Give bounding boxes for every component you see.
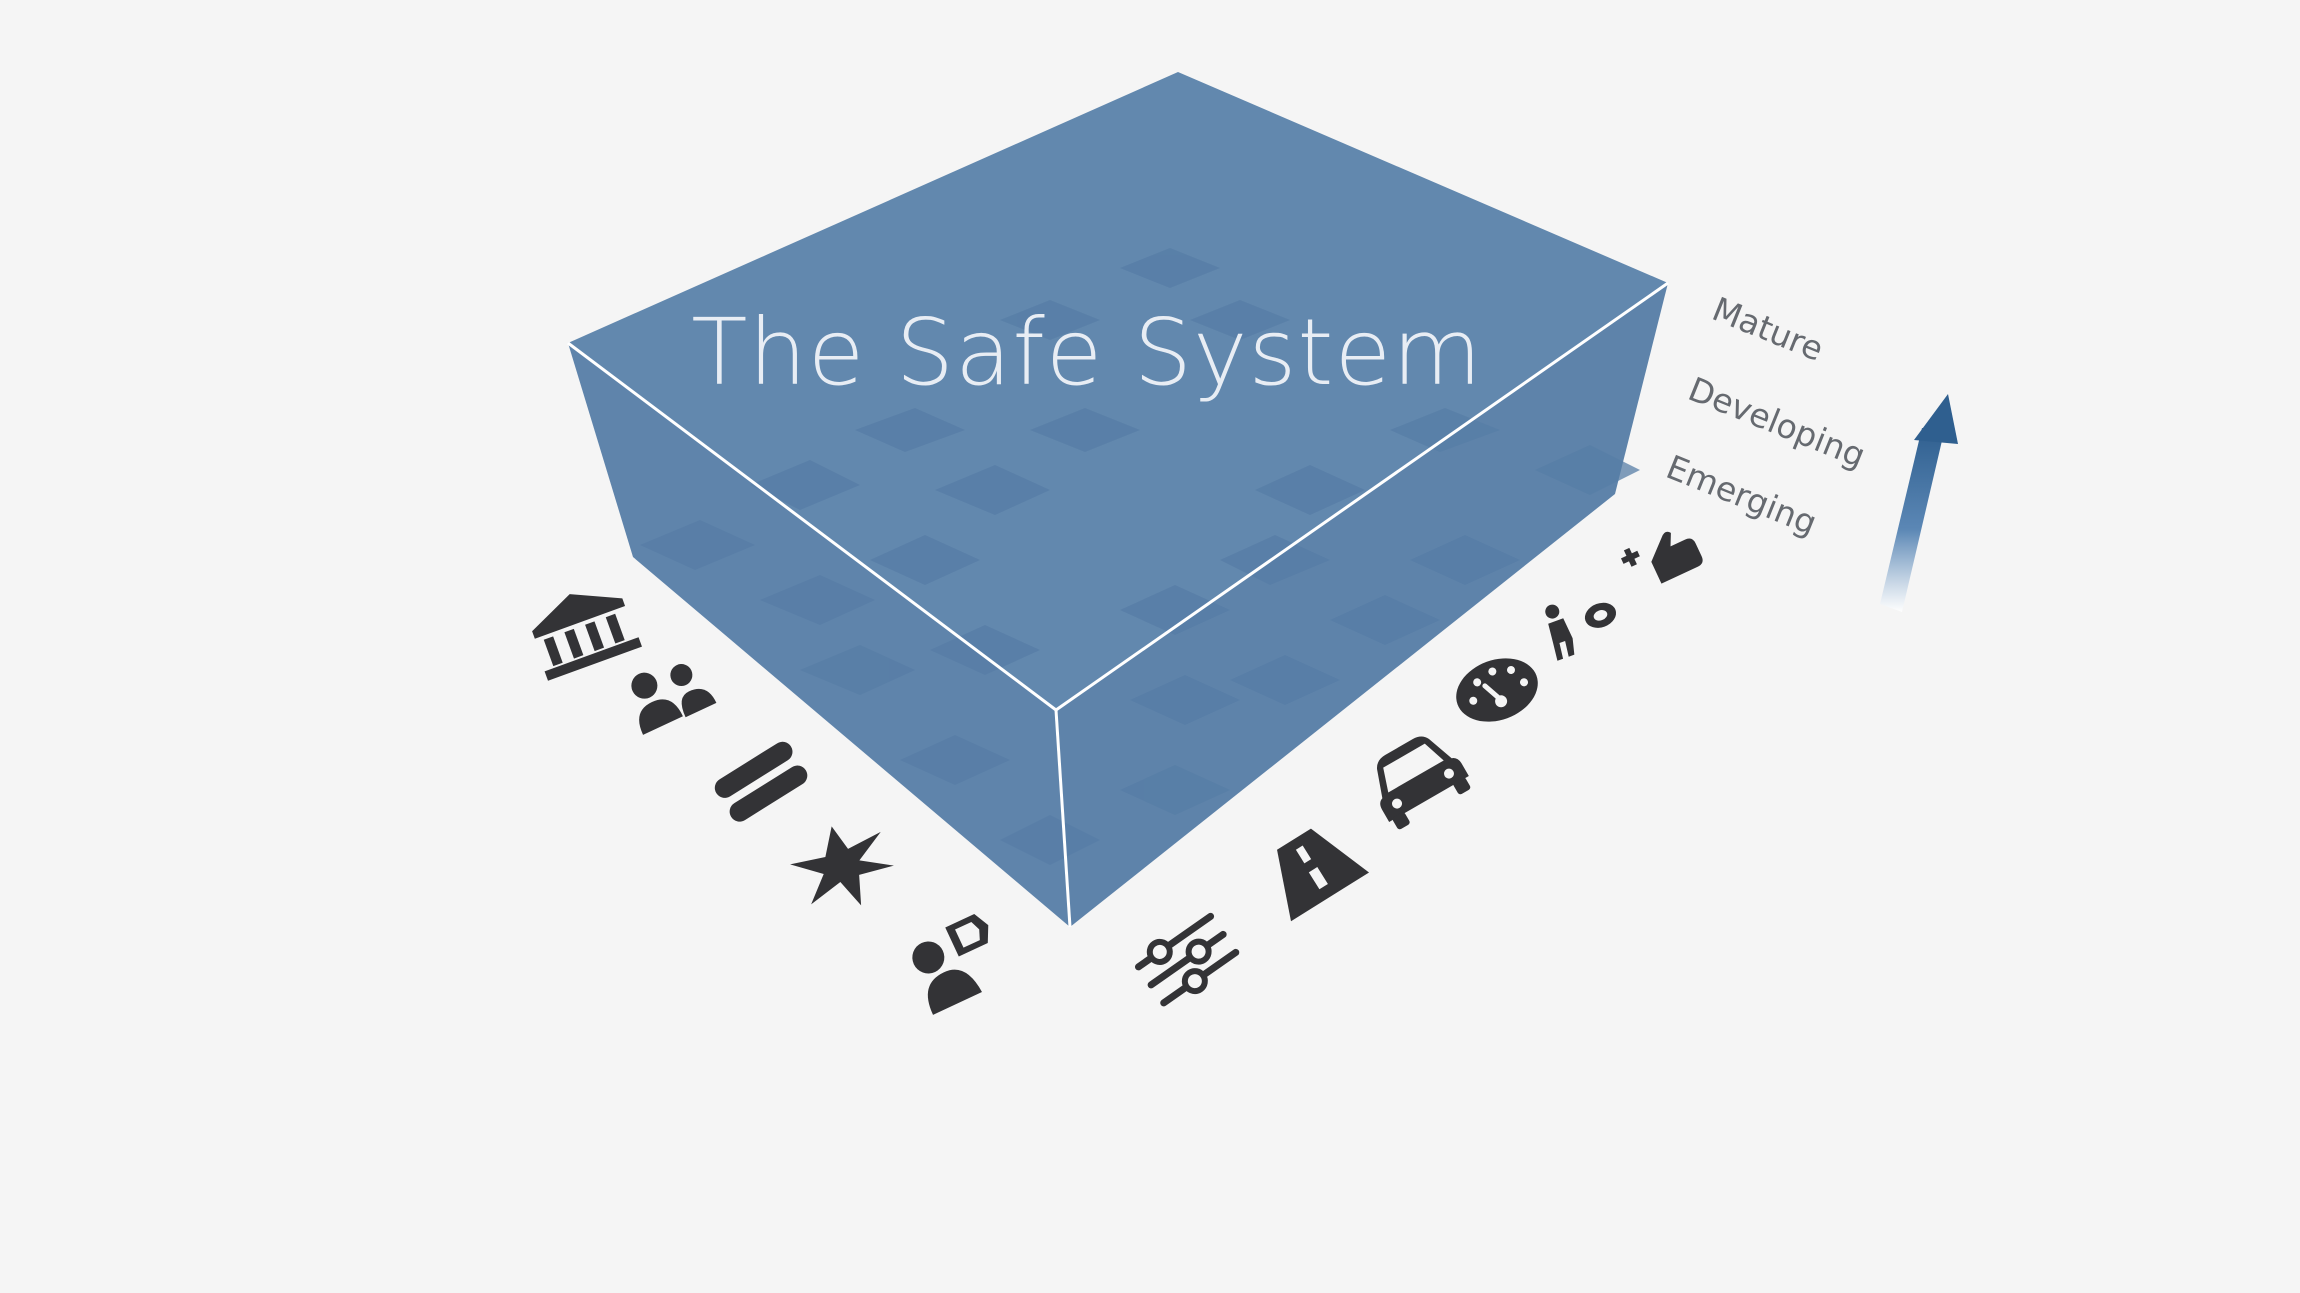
car-icon	[1377, 736, 1471, 830]
pedestrian-icon	[1545, 602, 1617, 661]
speedometer-icon	[1456, 658, 1538, 722]
maturity-levels: Mature Developing Emerging	[1661, 289, 1871, 542]
level-mature-label: Mature	[1707, 289, 1829, 369]
box-right-face	[1056, 283, 1668, 927]
box-edges	[567, 281, 1669, 928]
box-top-face	[568, 72, 1668, 710]
settings-sliders-icon	[1134, 912, 1240, 1007]
maturity-arrow-icon	[1880, 394, 1958, 612]
road-icon	[1277, 828, 1370, 922]
first-aid-hand-icon	[1620, 531, 1703, 584]
person-tag-icon	[912, 913, 989, 1015]
level-emerging-label: Emerging	[1661, 447, 1822, 542]
box-left-face	[568, 343, 1070, 927]
page-title: The Safe System	[691, 299, 1482, 406]
people-icon	[631, 664, 717, 735]
government-icon	[532, 594, 642, 681]
level-developing-label: Developing	[1683, 369, 1871, 475]
impact-star-icon	[790, 826, 894, 906]
grid-cells	[640, 248, 1640, 865]
right-axis-icons	[1134, 531, 1703, 1007]
safe-system-box: The Safe System	[567, 72, 1669, 928]
equality-icon	[714, 741, 808, 822]
left-axis-icons	[532, 594, 989, 1015]
